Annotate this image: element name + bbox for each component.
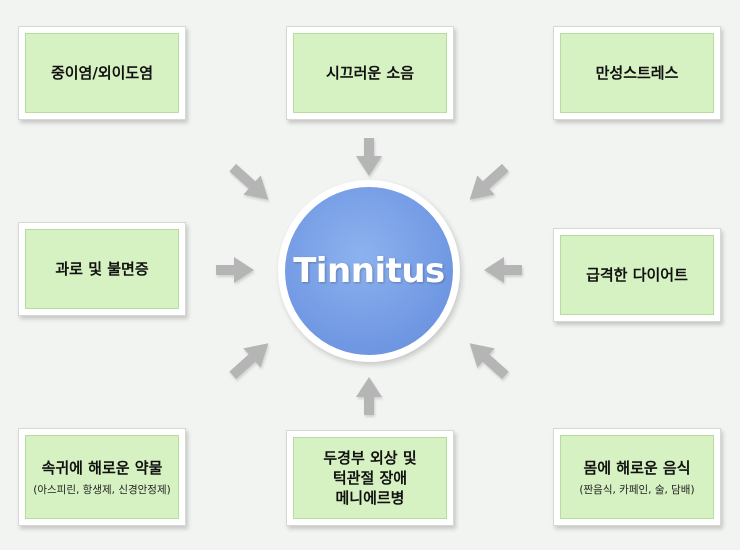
cause-fatigue-label: 과로 및 불면증 [55,260,149,278]
cause-trauma-line-3: 메니에르병 [335,489,405,507]
cause-trauma: 두경부 외상 및 턱관절 장애 메니에르병 [286,430,454,526]
cause-noise-box: 시끄러운 소음 [293,33,447,113]
center-circle: Tinnitus [278,180,460,362]
cause-medication: 속귀에 해로운 약물 (아스피린, 항생제, 신경안정제) [18,428,186,526]
cause-otitis: 중이염/외이도염 [18,26,186,120]
cause-diet: 급격한 다이어트 [553,228,721,322]
cause-trauma-box: 두경부 외상 및 턱관절 장애 메니에르병 [293,437,447,519]
cause-fatigue: 과로 및 불면증 [18,222,186,316]
cause-food-box: 몸에 해로운 음식 (짠음식, 카페인, 술, 담배) [560,435,714,519]
cause-medication-box: 속귀에 해로운 약물 (아스피린, 항생제, 신경안정제) [25,435,179,519]
cause-stress-box: 만성스트레스 [560,33,714,113]
cause-stress: 만성스트레스 [553,26,721,120]
cause-medication-label: 속귀에 해로운 약물 [41,458,163,477]
cause-diet-box: 급격한 다이어트 [560,235,714,315]
arrow-top-left [229,163,269,200]
cause-food-sub: (짠음식, 카페인, 술, 담배) [579,483,695,496]
arrow-bottom-left [229,343,269,380]
cause-food-label: 몸에 해로운 음식 [583,458,691,477]
cause-stress-label: 만성스트레스 [595,64,679,82]
cause-otitis-box: 중이염/외이도염 [25,33,179,113]
arrow-top-right [469,163,509,200]
arrow-bottom-right [469,343,509,380]
center-label: Tinnitus [293,251,445,291]
arrow-middle-right [484,257,522,283]
cause-diet-label: 급격한 다이어트 [586,266,688,284]
arrow-top-center [356,138,382,176]
cause-noise-label: 시끄러운 소음 [325,64,415,82]
cause-trauma-line-1: 두경부 외상 및 [323,449,417,467]
cause-food: 몸에 해로운 음식 (짠음식, 카페인, 술, 담배) [553,428,721,526]
cause-fatigue-box: 과로 및 불면증 [25,229,179,309]
arrow-bottom-center [356,377,382,415]
cause-otitis-label: 중이염/외이도염 [50,64,154,82]
cause-noise: 시끄러운 소음 [286,26,454,120]
cause-trauma-line-2: 턱관절 장애 [332,469,408,487]
cause-medication-sub: (아스피린, 항생제, 신경안정제) [33,483,171,496]
arrow-middle-left [216,257,254,283]
center-disc: Tinnitus [285,187,453,355]
